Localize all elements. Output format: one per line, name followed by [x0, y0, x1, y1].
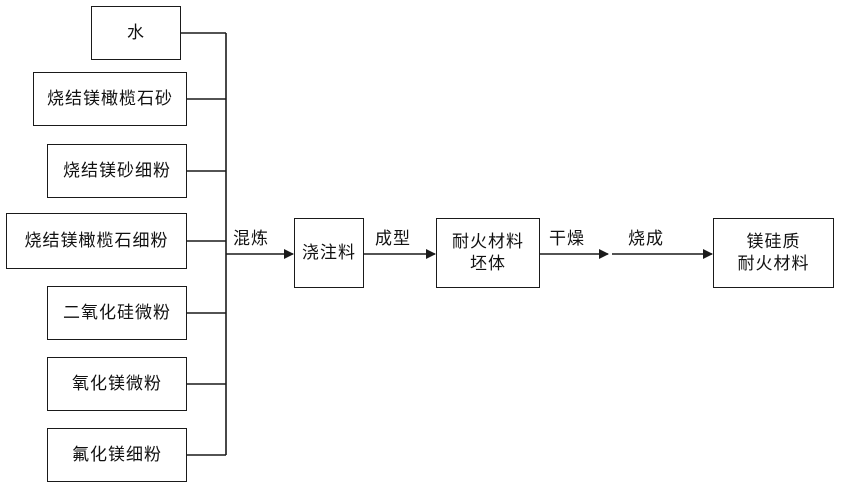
input-sintered-forsterite-sand-box: 烧结镁橄榄石砂	[33, 72, 187, 126]
input-sintered-forsterite-fines-label: 烧结镁橄榄石细粉	[25, 230, 169, 252]
input-magnesia-micropowder-label: 氧化镁微粉	[72, 373, 162, 395]
input-magnesium-fluoride-fines-label: 氟化镁细粉	[72, 444, 162, 466]
castable-box: 浇注料	[294, 218, 364, 288]
input-magnesium-fluoride-fines-box: 氟化镁细粉	[47, 428, 187, 482]
product-line-1: 镁硅质	[747, 231, 801, 253]
green-body-line-2: 坯体	[470, 253, 506, 275]
input-sintered-magnesia-fines-box: 烧结镁砂细粉	[47, 144, 187, 198]
input-water-box: 水	[91, 6, 181, 60]
input-water-label: 水	[127, 22, 145, 44]
castable-label: 浇注料	[302, 242, 356, 264]
product-line-2: 耐火材料	[738, 253, 810, 275]
step-dry-label: 干燥	[549, 229, 585, 249]
input-silica-micropowder-box: 二氧化硅微粉	[47, 286, 187, 340]
input-silica-micropowder-label: 二氧化硅微粉	[63, 302, 171, 324]
step-form-label: 成型	[375, 229, 411, 249]
step-mix-label: 混炼	[233, 229, 269, 249]
input-sintered-forsterite-sand-label: 烧结镁橄榄石砂	[47, 88, 173, 110]
green-body-text: 耐火材料 坯体	[452, 231, 524, 275]
input-magnesia-micropowder-box: 氧化镁微粉	[47, 357, 187, 411]
green-body-line-1: 耐火材料	[452, 231, 524, 253]
product-text: 镁硅质 耐火材料	[738, 231, 810, 275]
input-sintered-forsterite-fines-box: 烧结镁橄榄石细粉	[6, 213, 187, 269]
input-sintered-magnesia-fines-label: 烧结镁砂细粉	[63, 160, 171, 182]
step-fire-label: 烧成	[628, 229, 664, 249]
product-box: 镁硅质 耐火材料	[713, 218, 834, 288]
green-body-box: 耐火材料 坯体	[436, 218, 540, 288]
